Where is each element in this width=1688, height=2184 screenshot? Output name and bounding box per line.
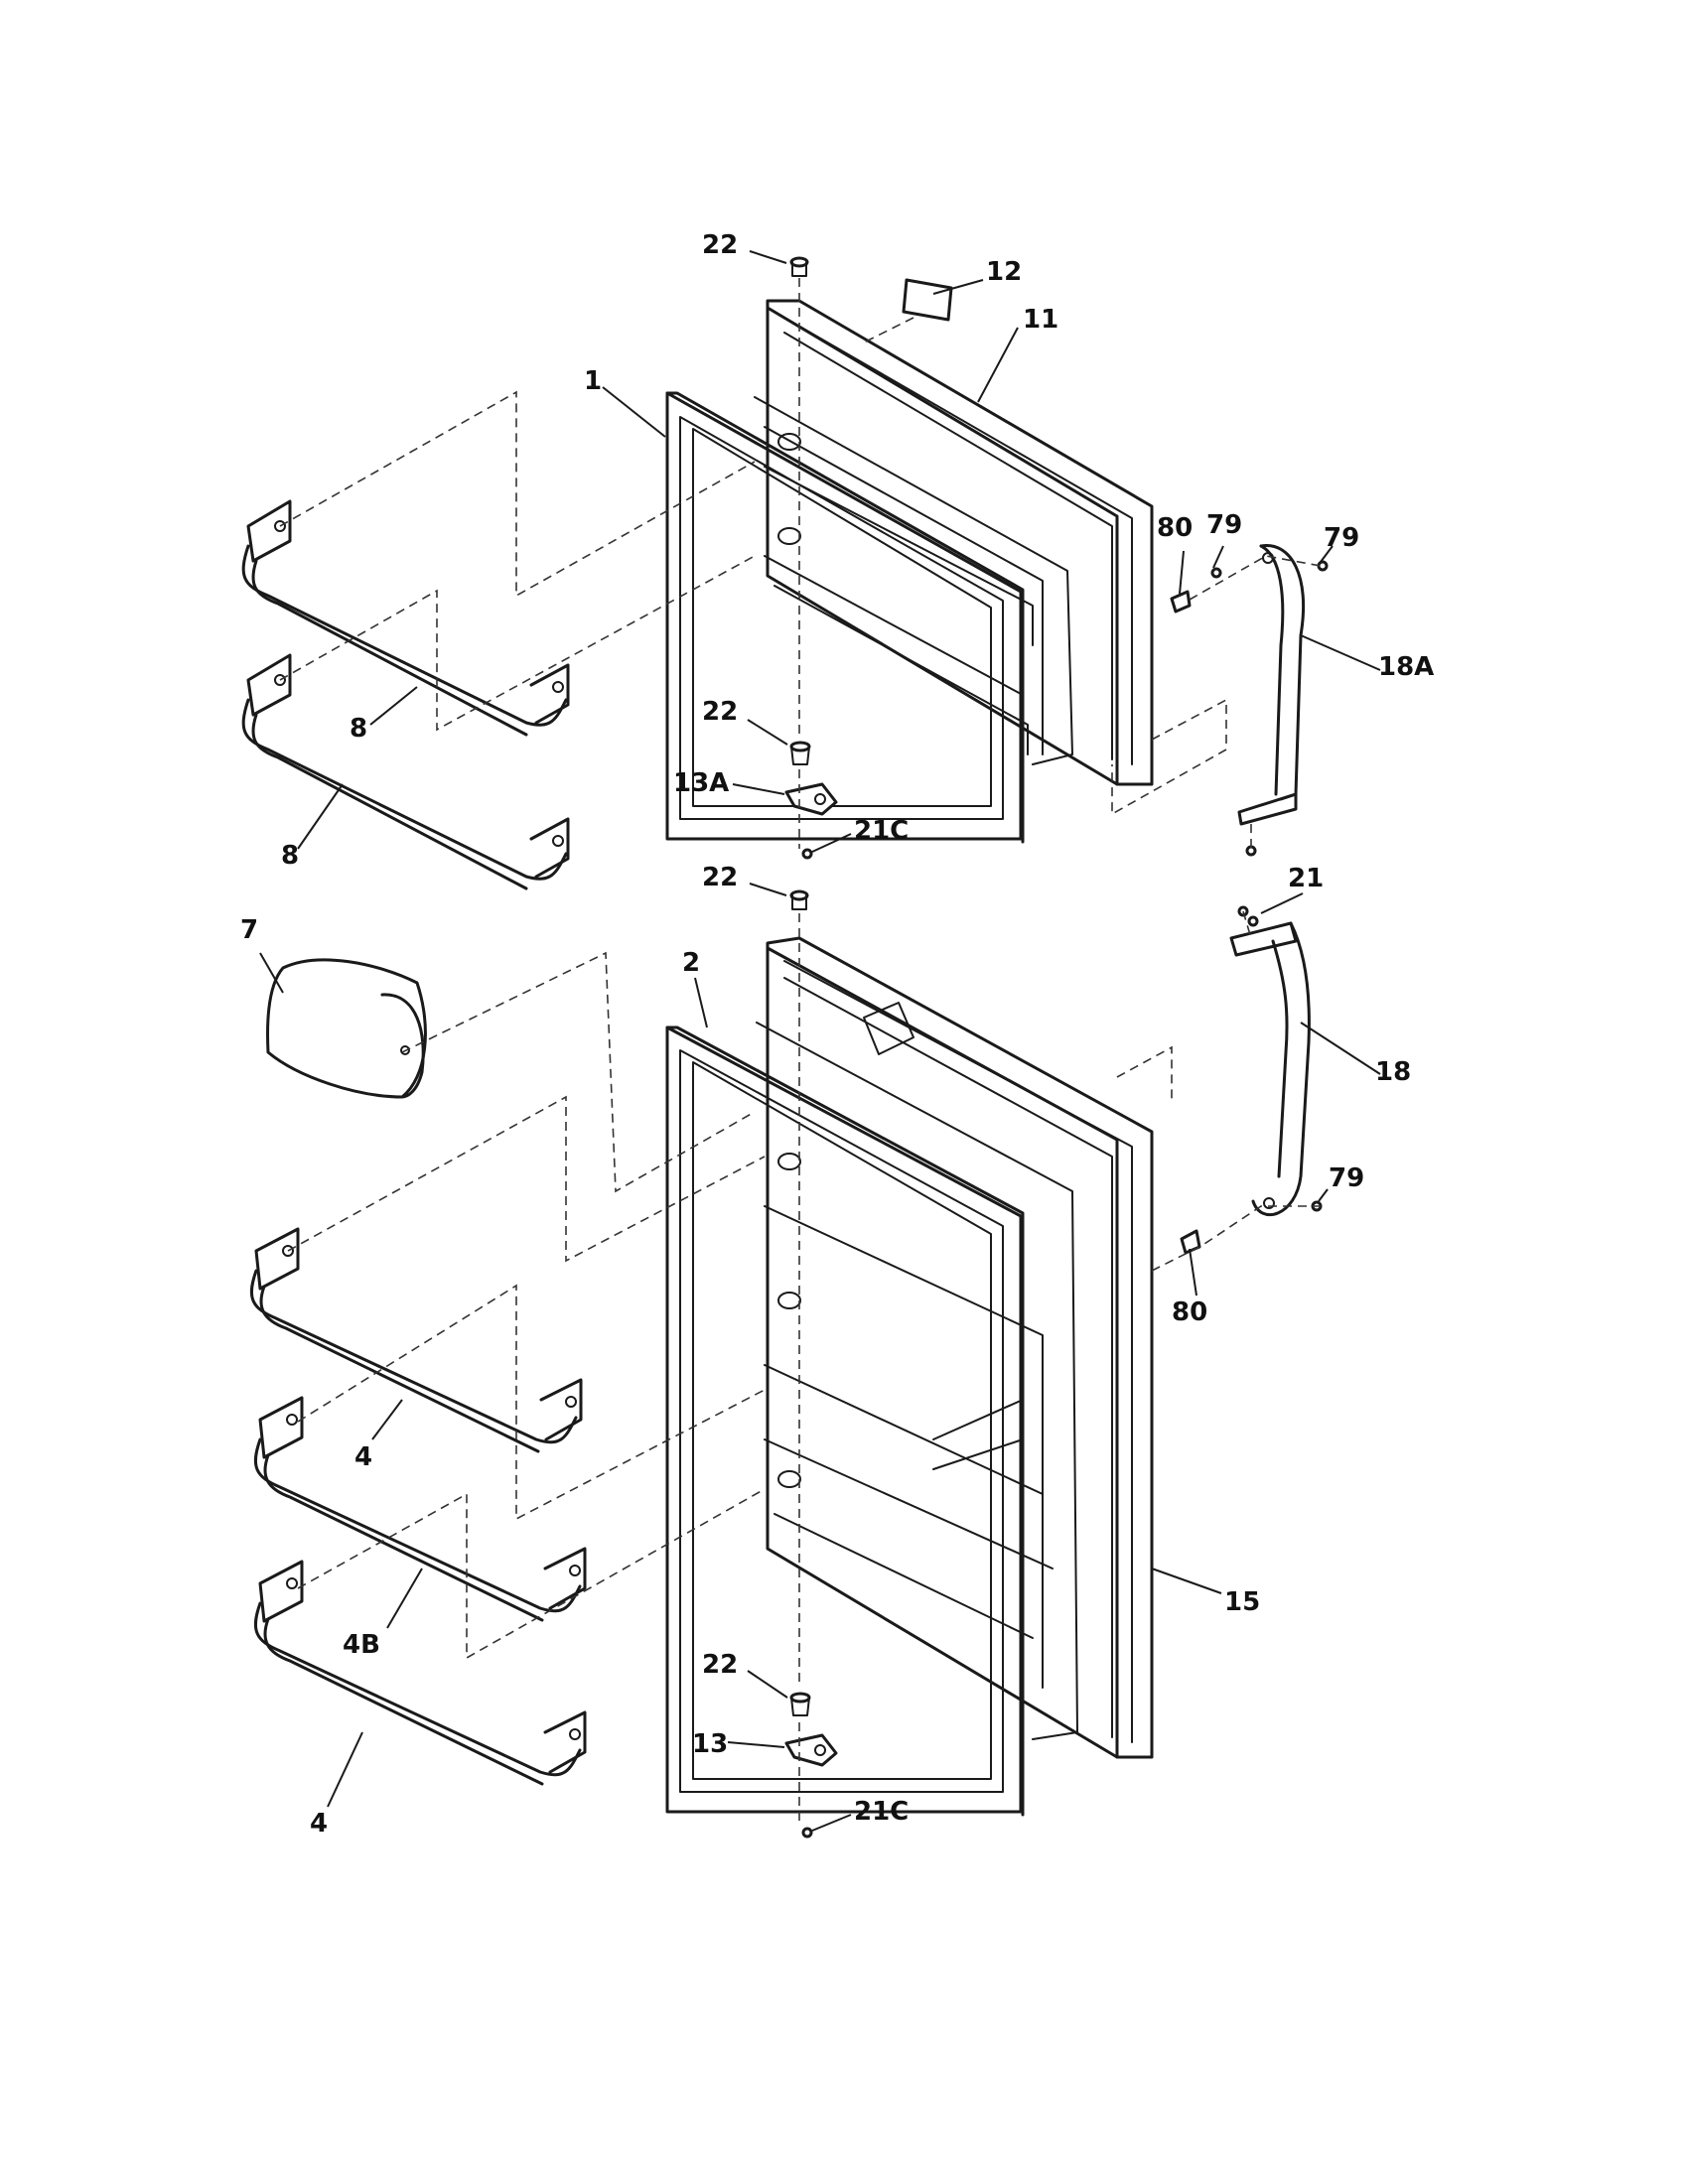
callout-22: 22 [702,863,738,892]
callout-8: 8 [281,841,299,871]
freezer-door-label [902,278,953,322]
freezer-hinge-pin-top [789,256,809,277]
freezer-door-shelf-upper [241,499,570,737]
callout-11: 11 [1023,305,1058,335]
callout-15: 15 [1224,1587,1260,1617]
callout-21C: 21C [854,1797,909,1827]
freezer-door-gasket [665,391,1025,844]
callout-79: 79 [1329,1163,1364,1193]
callout-18A: 18A [1378,652,1434,682]
callout-79: 79 [1206,510,1242,540]
callout-labels: 22 12 11 1 80 79 79 18A 8 8 22 13A 21C 2… [240,230,1434,1839]
door-shelf-4B [253,1396,587,1622]
callout-21C: 21C [854,816,909,846]
callout-80: 80 [1157,513,1193,543]
fresh-food-door [756,936,1154,1759]
handle-screw-21-upper-b [1247,915,1259,927]
callout-80: 80 [1172,1297,1207,1327]
callout-4: 4 [354,1442,372,1472]
callout-22: 22 [702,230,738,260]
freezer-door-shelf-lower [241,653,570,890]
callout-12: 12 [986,257,1022,287]
freezer-hinge-pin-bottom [789,741,811,765]
fresh-food-door-hinge [784,1733,838,1767]
callout-4: 4 [310,1809,328,1839]
handle-screw-79a [1210,567,1222,579]
callout-13: 13 [692,1729,728,1759]
door-shelf-4-lower [253,1560,587,1786]
dairy-compartment-door [266,958,427,1099]
callout-22: 22 [702,1650,738,1680]
handle-screw-21 [1245,845,1257,857]
callout-13A: 13A [673,768,729,798]
callout-7: 7 [240,915,258,945]
callout-79: 79 [1324,523,1359,553]
callout-21: 21 [1288,864,1324,893]
freezer-door [754,299,1154,786]
freezer-door-hinge [784,782,838,816]
callout-1: 1 [584,366,602,396]
callout-22: 22 [702,697,738,727]
fresh-food-hinge-pin-bottom [789,1692,811,1716]
assembly-guide-lines [279,278,1322,1827]
callout-2: 2 [682,948,700,978]
fresh-food-hinge-pin-top [789,889,809,910]
freezer-door-handle [1237,544,1306,826]
hinge-screw-21c-bottom [801,1827,813,1839]
callout-8: 8 [350,714,367,744]
hinge-screw-21c-top [801,848,813,860]
handle-stud-80a [1170,590,1192,614]
fresh-food-door-handle [1229,921,1311,1217]
door-shelf-4-upper [249,1227,583,1453]
callout-leaders [259,250,1381,1832]
callout-18: 18 [1375,1057,1411,1087]
callout-4B: 4B [343,1630,380,1660]
fresh-food-door-gasket [665,1025,1025,1817]
